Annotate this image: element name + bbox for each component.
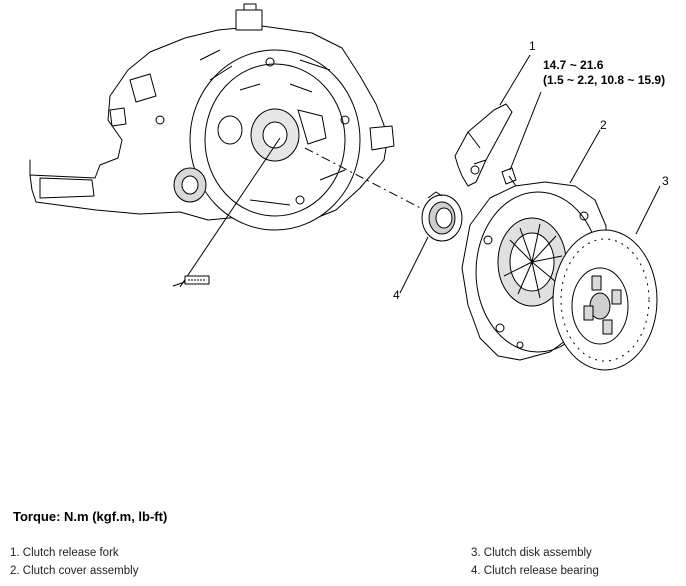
legend-item-3: 3. Clutch disk assembly bbox=[471, 547, 592, 559]
torque-spec-units: (1.5 ~ 2.2, 10.8 ~ 15.9) bbox=[543, 73, 666, 87]
legend-item-4: 4. Clutch release bearing bbox=[471, 565, 599, 577]
grease-indicator bbox=[172, 137, 281, 288]
callout-2: 2 bbox=[600, 118, 607, 132]
callout-4: 4 bbox=[393, 288, 400, 302]
callout-1: 1 bbox=[529, 39, 536, 53]
clutch-disk-assembly bbox=[552, 229, 658, 371]
clutch-release-fork bbox=[454, 103, 513, 187]
fork-bolt bbox=[501, 167, 517, 187]
transaxle-housing bbox=[29, 3, 395, 231]
torque-spec-value: 14.7 ~ 21.6 bbox=[543, 58, 604, 72]
callout-3: 3 bbox=[662, 174, 669, 188]
leader-lines bbox=[399, 54, 661, 294]
assembly-axis-line bbox=[304, 147, 433, 215]
legend-item-1: 1. Clutch release fork bbox=[10, 547, 119, 559]
legend-item-2: 2. Clutch cover assembly bbox=[10, 565, 139, 577]
torque-units-heading: Torque: N.m (kgf.m, lb-ft) bbox=[13, 509, 168, 524]
clutch-release-bearing bbox=[421, 191, 463, 242]
